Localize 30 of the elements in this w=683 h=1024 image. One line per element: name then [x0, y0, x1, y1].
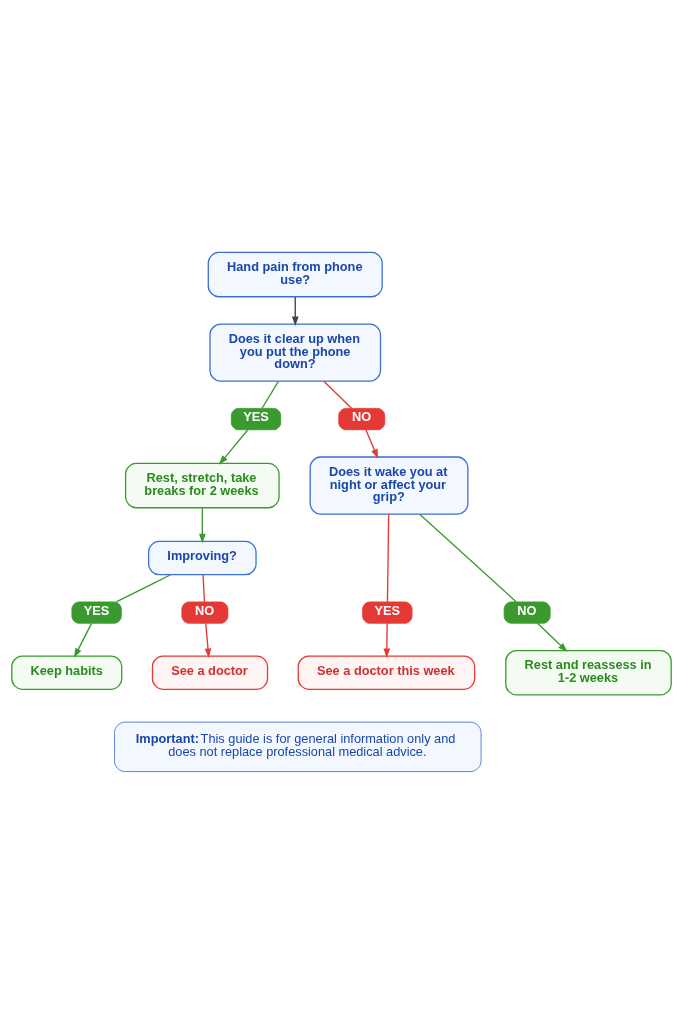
node-box: Improving? [148, 540, 257, 576]
node-box: Does it clear up when you put the phone down? [209, 323, 382, 382]
node-box: YES [71, 601, 122, 624]
node-box: See a doctor [151, 655, 269, 690]
node-box: NO [503, 601, 551, 624]
arrow [73, 622, 93, 658]
arrow [383, 622, 391, 658]
connector [323, 380, 353, 409]
arrow [204, 622, 212, 658]
node-box: Rest and reassess in 1-2 weeks [505, 649, 672, 696]
node-box: See a doctor this week [297, 655, 476, 690]
node-box: Does it wake you at night or affect your grip? [309, 456, 469, 515]
node-box: NO [181, 601, 229, 624]
connector [115, 574, 172, 603]
node-box: Rest, stretch, take breaks for 2 weeks [124, 462, 280, 509]
arrow [365, 429, 379, 459]
node-box: Important:This guide is for general information only and does not replace professional medical advice. [114, 721, 482, 772]
node-box: Keep habits [11, 655, 123, 690]
arrow [199, 507, 206, 544]
connector [261, 380, 280, 409]
node-box: Hand pain from phone use? [207, 251, 383, 298]
node-box: YES [230, 408, 282, 431]
connector [202, 574, 206, 603]
node-box: NO [338, 408, 386, 431]
connector [386, 513, 390, 603]
node-box: YES [362, 601, 413, 624]
arrow [291, 296, 299, 327]
arrow [536, 622, 568, 652]
arrow [218, 429, 249, 465]
connector [419, 513, 517, 603]
